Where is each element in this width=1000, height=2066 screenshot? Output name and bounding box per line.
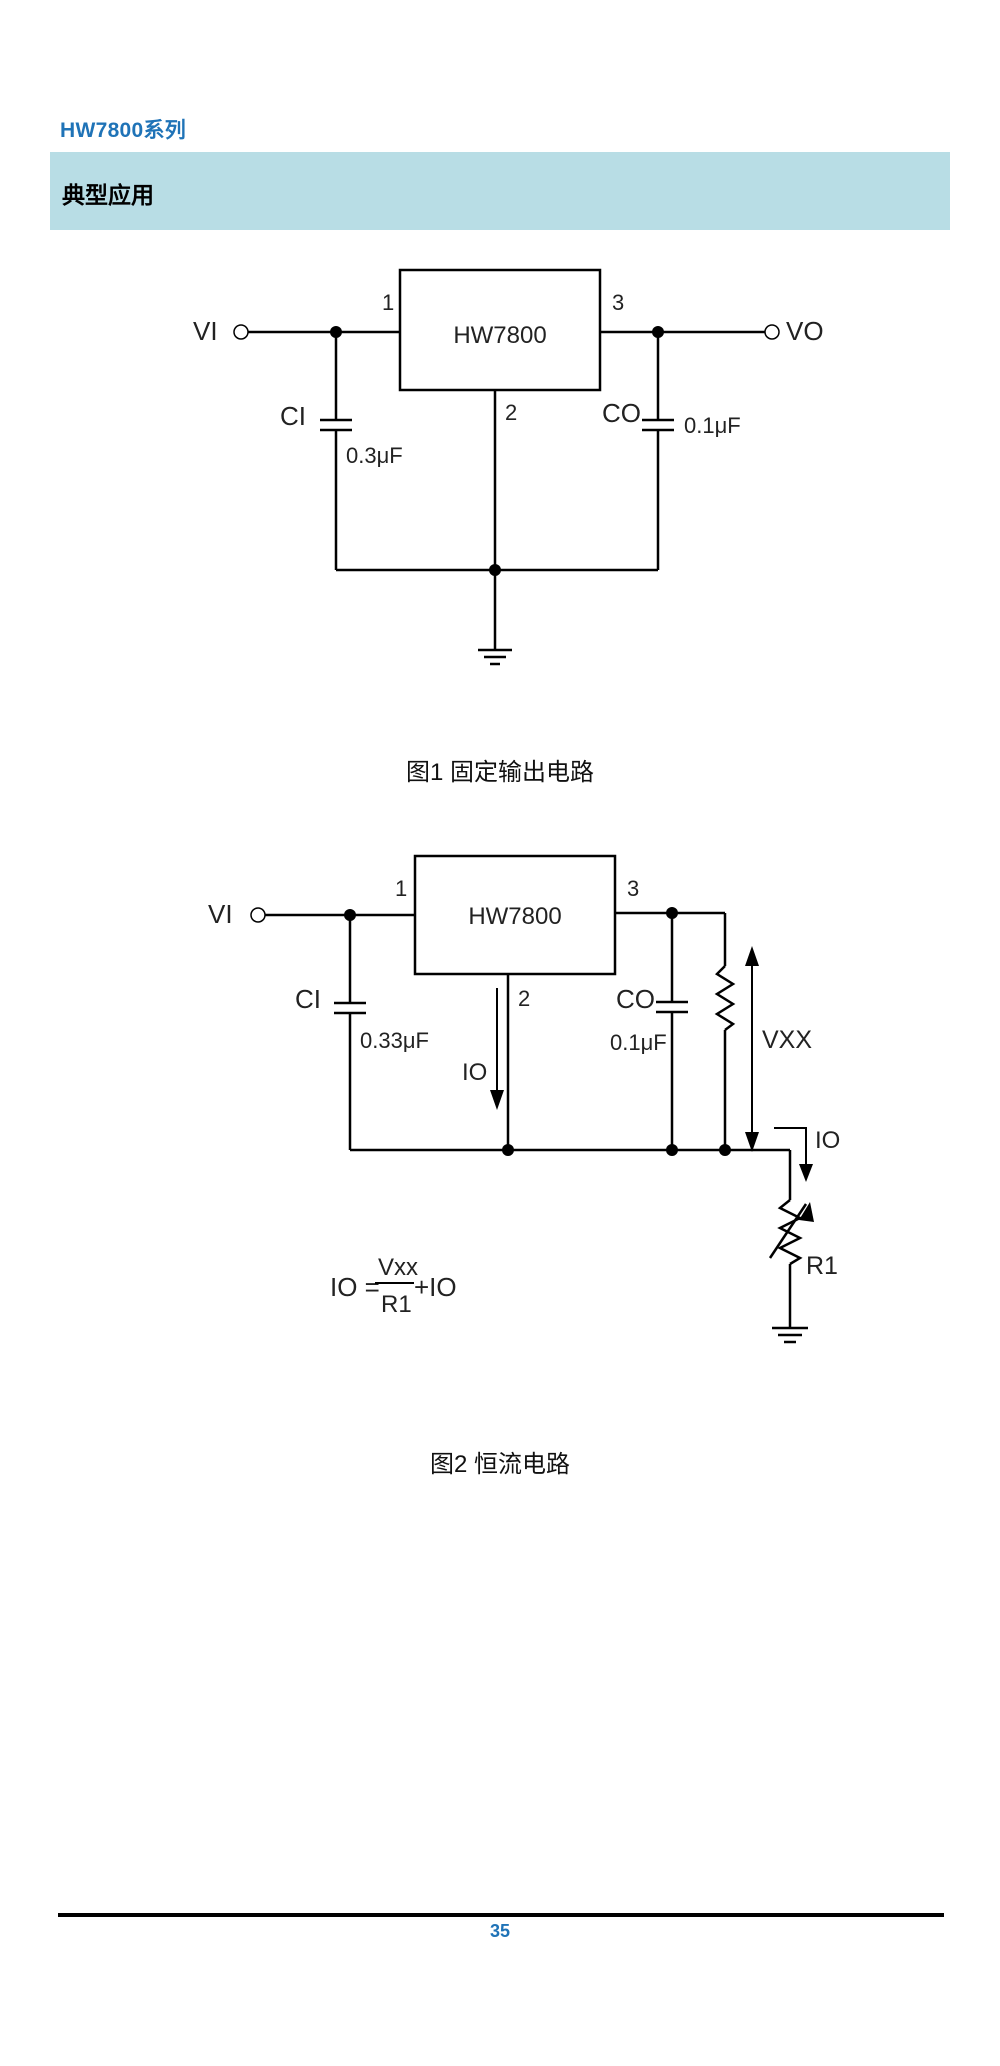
- formula-numerator: Vxx: [378, 1254, 418, 1281]
- figure-fixed-output-circuit: HW7800 1 3 2 VI VO CI 0.3μF CO 0.1μF: [0, 250, 1000, 690]
- vout-label: VO: [786, 316, 824, 346]
- section-title: 典型应用: [62, 182, 154, 208]
- cout-value: 0.1μF: [684, 413, 741, 438]
- regulator-chip-box: [398, 268, 602, 392]
- cin-value: 0.33μF: [360, 1028, 429, 1053]
- pin-1-label: 1: [395, 876, 407, 901]
- pin-3-label: 3: [627, 876, 639, 901]
- output-terminal: [764, 324, 780, 340]
- pin-2-label: 2: [505, 400, 517, 425]
- section-header-bar: 典型应用: [50, 152, 950, 230]
- vin-label: VI: [193, 316, 218, 346]
- input-terminal: [233, 324, 249, 340]
- vxx-label: VXX: [762, 1026, 812, 1054]
- cin-value: 0.3μF: [346, 443, 403, 468]
- quiescent-current-label: IO: [462, 1059, 487, 1086]
- input-terminal: [250, 907, 266, 923]
- cout-label: CO: [616, 984, 655, 1014]
- circuit-diagram-1: HW7800 1 3 2 VI VO CI 0.3μF CO 0.1μF: [193, 268, 824, 666]
- formula-rhs: +IO: [414, 1272, 457, 1302]
- cin-label: CI: [280, 401, 306, 431]
- series-title: HW7800系列: [60, 119, 187, 142]
- chip-label: HW7800: [468, 903, 561, 930]
- page-number: 35: [489, 1921, 511, 1941]
- formula-denominator: R1: [381, 1291, 412, 1318]
- r1-label: R1: [806, 1252, 838, 1280]
- figure-1-caption: 图1 固定输出电路: [405, 759, 594, 786]
- output-current-label: IO: [815, 1127, 840, 1154]
- formula-lhs: IO =: [330, 1272, 380, 1302]
- cout-label: CO: [602, 398, 641, 428]
- cin-label: CI: [295, 984, 321, 1014]
- vin-label: VI: [208, 899, 233, 929]
- figure-constant-current-circuit: HW7800 1 3 2 VI CI 0.33μF CO 0.1μF IO VX…: [0, 838, 1000, 1378]
- chip-label: HW7800: [453, 322, 546, 349]
- pin-3-label: 3: [612, 290, 624, 315]
- cout-value: 0.1μF: [610, 1030, 667, 1055]
- pin-2-label: 2: [518, 986, 530, 1011]
- pin-1-label: 1: [382, 290, 394, 315]
- footer-divider: [58, 1913, 944, 1917]
- figure-2-caption: 图2 恒流电路: [429, 1451, 570, 1478]
- circuit-diagram-2: HW7800 1 3 2 VI CI 0.33μF CO 0.1μF IO VX…: [208, 854, 840, 1344]
